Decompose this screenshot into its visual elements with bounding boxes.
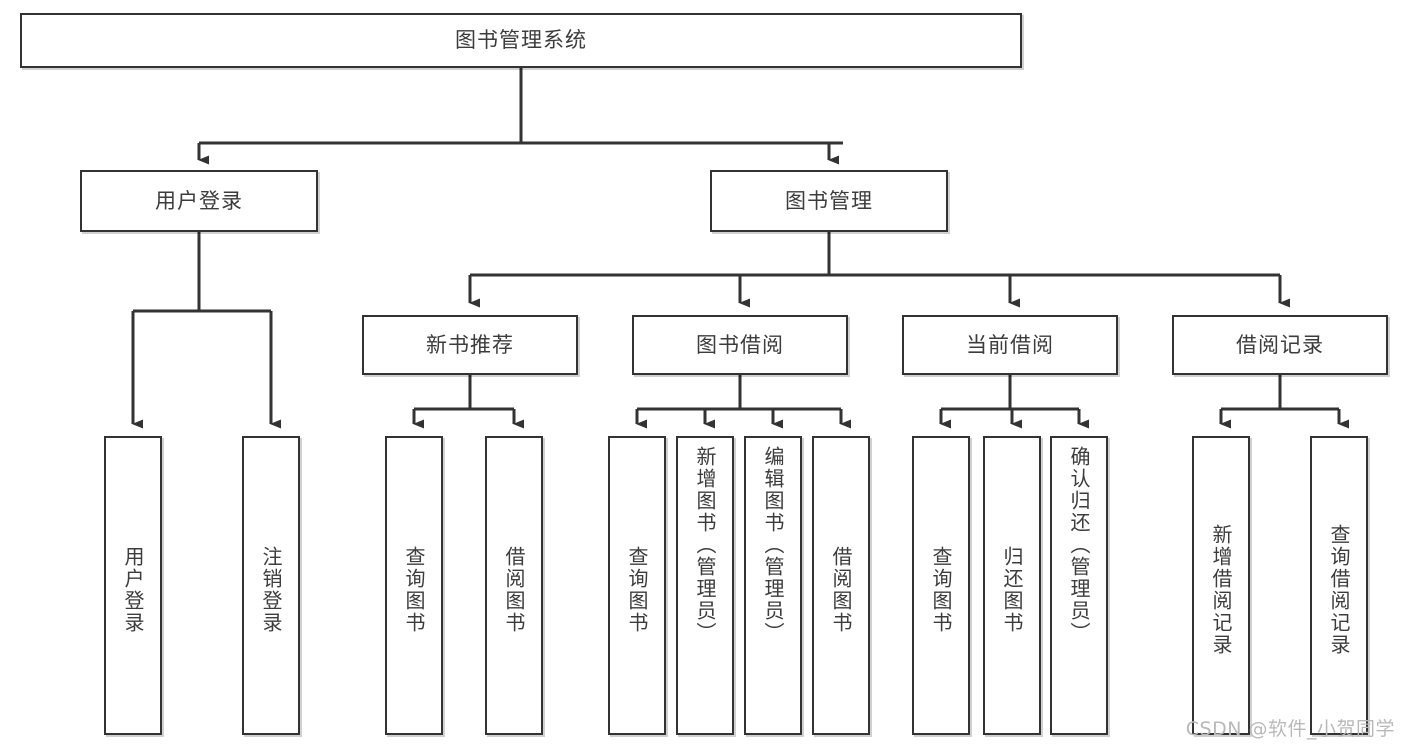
node-leaf-confirm-return-label: 确认归还（管理员） [1067, 446, 1091, 644]
node-new-book-recommend-label: 新书推荐 [426, 332, 514, 357]
node-leaf-borrow-book-2-label: 借阅图书 [829, 545, 853, 634]
node-leaf-confirm-return[interactable]: 确认归还（管理员） [1050, 436, 1108, 735]
node-leaf-borrow-book-1-label: 借阅图书 [502, 545, 526, 634]
node-leaf-query-book-3[interactable]: 查询图书 [912, 436, 970, 735]
node-leaf-user-login-label: 用户登录 [121, 545, 145, 634]
node-leaf-borrow-book-2[interactable]: 借阅图书 [812, 436, 870, 735]
node-leaf-query-book-2-label: 查询图书 [625, 545, 649, 634]
node-leaf-add-book[interactable]: 新增图书（管理员） [676, 436, 734, 735]
node-book-manage-label: 图书管理 [785, 188, 873, 213]
node-current-borrow[interactable]: 当前借阅 [902, 315, 1118, 375]
node-root[interactable]: 图书管理系统 [20, 13, 1022, 68]
node-book-borrow-label: 图书借阅 [696, 332, 784, 357]
node-leaf-add-record[interactable]: 新增借阅记录 [1192, 436, 1250, 735]
node-leaf-query-record[interactable]: 查询借阅记录 [1310, 436, 1368, 735]
node-book-borrow[interactable]: 图书借阅 [632, 315, 848, 375]
watermark-text: CSDN @软件_小贺同学 [1185, 718, 1395, 740]
node-borrow-record[interactable]: 借阅记录 [1172, 315, 1388, 375]
node-leaf-edit-book[interactable]: 编辑图书（管理员） [744, 436, 802, 735]
node-leaf-user-login[interactable]: 用户登录 [104, 436, 162, 735]
node-leaf-borrow-book-1[interactable]: 借阅图书 [485, 436, 543, 735]
node-leaf-query-book-3-label: 查询图书 [929, 545, 953, 634]
node-current-borrow-label: 当前借阅 [966, 332, 1054, 357]
node-leaf-add-record-label: 新增借阅记录 [1209, 523, 1233, 656]
node-borrow-record-label: 借阅记录 [1236, 332, 1324, 357]
node-leaf-query-record-label: 查询借阅记录 [1327, 523, 1351, 656]
node-leaf-query-book-2[interactable]: 查询图书 [608, 436, 666, 735]
node-leaf-query-book-1[interactable]: 查询图书 [385, 436, 443, 735]
node-book-manage[interactable]: 图书管理 [710, 170, 948, 232]
node-leaf-return-book[interactable]: 归还图书 [983, 436, 1041, 735]
node-user-login[interactable]: 用户登录 [80, 170, 318, 232]
node-leaf-edit-book-label: 编辑图书（管理员） [761, 446, 785, 644]
node-leaf-logout[interactable]: 注销登录 [242, 436, 300, 735]
node-leaf-query-book-1-label: 查询图书 [402, 545, 426, 634]
node-leaf-logout-label: 注销登录 [259, 545, 283, 634]
node-root-label: 图书管理系统 [455, 28, 587, 53]
node-user-login-label: 用户登录 [155, 188, 243, 213]
node-leaf-return-book-label: 归还图书 [1000, 545, 1024, 634]
node-leaf-add-book-label: 新增图书（管理员） [693, 446, 717, 644]
node-new-book-recommend[interactable]: 新书推荐 [362, 315, 578, 375]
